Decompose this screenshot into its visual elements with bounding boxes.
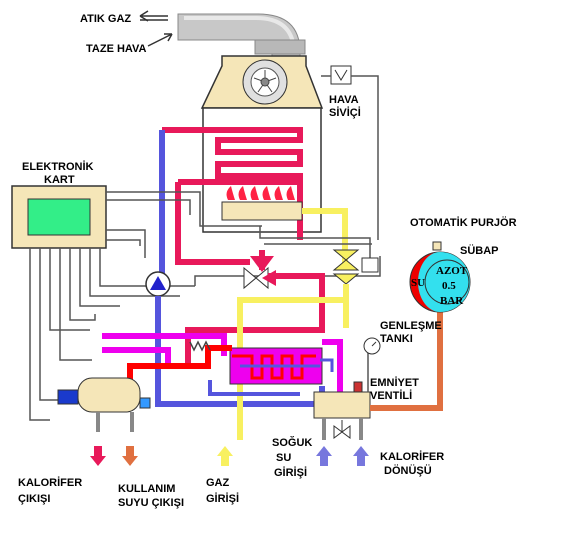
cold-water-label-3: GİRİŞİ <box>274 466 307 479</box>
electronic-card-label-1: ELEKTRONİK <box>22 160 94 173</box>
outlet-pipes <box>96 412 134 432</box>
flow-sensor-icon <box>189 340 211 352</box>
gas-valve-coil <box>361 257 379 273</box>
hot-water-tank <box>77 377 141 413</box>
electronic-card-label-2: KART <box>44 174 75 186</box>
hot-water-out-label-1: KULLANIM <box>118 483 175 495</box>
hot-water-out-arrow-icon <box>122 446 138 466</box>
expansion-tank-label-2: TANKI <box>380 333 413 345</box>
expansion-tank-label-1: GENLEŞME <box>380 320 442 332</box>
valve-flow-arrow-icon <box>250 256 274 272</box>
tank-sensor <box>139 397 151 409</box>
exchanger-to-valve <box>175 182 250 265</box>
gas-in-label-1: GAZ <box>206 477 230 489</box>
fan-hood <box>200 55 324 109</box>
air-switch-label-1: HAVA <box>329 94 359 106</box>
valve-arrow-icon <box>262 270 276 286</box>
expansion-tank-line <box>370 312 443 411</box>
heater-out-arrow-icon <box>90 446 106 466</box>
exhaust-gas-label: ATIK GAZ <box>80 13 131 25</box>
cold-water-label-1: SOĞUK <box>272 436 312 449</box>
burner <box>221 201 303 221</box>
valve-label: SÜBAP <box>460 244 499 257</box>
cold-water-in-arrow-icon <box>316 446 332 466</box>
gas-valve-lower <box>332 273 360 285</box>
inlet-pipes <box>322 418 363 440</box>
heater-return-label-1: KALORİFER <box>380 450 444 463</box>
heating-return-line <box>155 296 320 407</box>
gas-valve-bottom <box>332 259 360 271</box>
gas-in-arrow-icon <box>217 446 233 466</box>
exhaust-arrow-icon <box>139 10 168 22</box>
three-way-valve <box>243 266 257 290</box>
gauge-needle-icon <box>371 341 377 347</box>
heater-return-label-2: DÖNÜŞÜ <box>384 464 432 477</box>
safety-valve-label-2: VENTİLİ <box>370 389 412 402</box>
tank-gas-label: AZOT <box>436 265 468 277</box>
air-switch <box>330 65 352 85</box>
electronic-card-screen <box>27 198 91 236</box>
heater-supply-line <box>185 273 325 366</box>
fresh-air-arrow-icon <box>147 33 173 47</box>
control-wiring <box>29 191 381 421</box>
plate-exchanger-hot-path <box>232 354 316 380</box>
hot-water-line <box>127 345 232 386</box>
hydraulic-group <box>313 391 371 419</box>
heater-out-label-1: KALORİFER <box>18 476 82 489</box>
heater-return-arrow-icon <box>353 446 369 466</box>
fresh-air-label: TAZE HAVA <box>86 43 147 55</box>
cold-water-to-exchanger <box>208 380 300 396</box>
gas-in-label-2: GİRİŞİ <box>206 492 239 505</box>
air-switch-icon <box>334 69 348 81</box>
pump-icon <box>150 276 166 290</box>
heater-outlet-branch <box>102 347 171 366</box>
tank-pressure-unit: BAR <box>440 295 464 307</box>
hot-water-out-label-2: SUYU ÇIKIŞI <box>118 497 184 509</box>
tank-membrane <box>424 259 470 305</box>
auto-purger-label: OTOMATİK PURJÖR <box>410 216 517 229</box>
gas-line-to-burner <box>302 208 348 268</box>
auto-purger <box>432 241 442 251</box>
flue-duct <box>177 13 306 57</box>
safety-valve <box>353 381 363 393</box>
gas-valve-top <box>332 249 360 261</box>
air-switch-wire <box>321 75 379 240</box>
tank-water-side: SU <box>411 277 425 289</box>
cold-water-label-2: SU <box>276 452 291 464</box>
fan-icon <box>253 70 277 93</box>
plate-exchanger-cold-out <box>320 358 334 372</box>
heater-out-label-2: ÇIKIŞI <box>18 493 50 505</box>
burner-flames-icon <box>226 186 295 200</box>
primary-heat-exchanger <box>162 127 303 240</box>
tank-pressure: 0.5 <box>442 280 456 292</box>
air-switch-label-2: SİVİÇİ <box>329 106 361 119</box>
safety-valve-label-1: EMNİYET <box>370 376 419 389</box>
flow-switch <box>57 389 79 405</box>
